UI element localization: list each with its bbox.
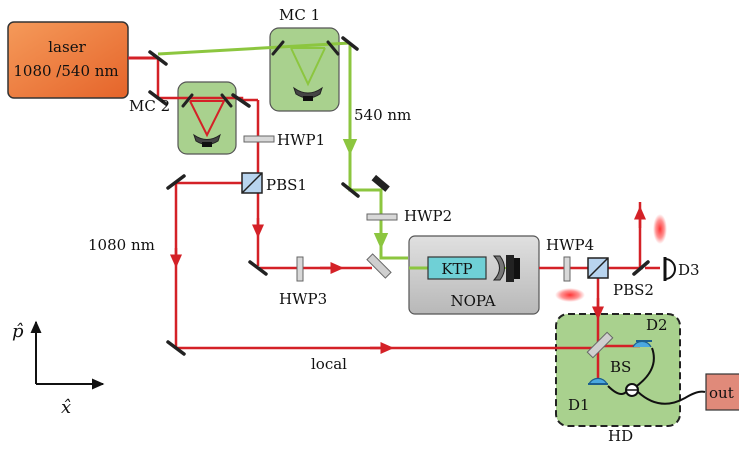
detector-d3 bbox=[663, 257, 676, 281]
laser-source: laser 1080 /540 nm bbox=[7, 21, 129, 99]
nopa-label: NOPA bbox=[451, 292, 496, 310]
d3-label: D3 bbox=[678, 261, 700, 279]
mc1-mirror-left bbox=[271, 40, 285, 56]
pbs1-cube bbox=[241, 172, 263, 194]
laser-label: laser bbox=[48, 38, 86, 56]
wavelength-1080-label: 1080 nm bbox=[88, 236, 155, 254]
ktp-crystal: KTP bbox=[427, 256, 487, 280]
d2-label: D2 bbox=[646, 316, 668, 334]
mirrors bbox=[148, 36, 650, 356]
out-label: out bbox=[709, 384, 734, 402]
mc1-mirror-right bbox=[326, 40, 340, 56]
hwp2-plate bbox=[366, 213, 398, 221]
pbs2-cube bbox=[587, 257, 609, 279]
local-oscillator-label: local bbox=[311, 355, 347, 373]
mirror-3 bbox=[341, 36, 359, 51]
mc2-label: MC 2 bbox=[129, 97, 170, 115]
mirror-9 bbox=[632, 260, 650, 276]
mirror-8 bbox=[231, 93, 251, 108]
squeezed-state-ellipse-vertical bbox=[653, 214, 667, 244]
p-axis-label: p̂ bbox=[12, 321, 24, 342]
red-beam-path bbox=[156, 58, 660, 383]
hwp3-label: HWP3 bbox=[279, 290, 327, 308]
mirror-4 bbox=[341, 182, 360, 198]
mc2-mirror-right bbox=[220, 93, 233, 108]
subtractor-wiring bbox=[607, 347, 706, 405]
pbs2-label: PBS2 bbox=[613, 281, 654, 299]
piezo-mirror bbox=[371, 174, 390, 192]
detector-d1 bbox=[588, 377, 608, 385]
hwp4-plate bbox=[563, 256, 571, 282]
hd-label: HD bbox=[608, 427, 633, 445]
hwp1-label: HWP1 bbox=[277, 131, 325, 149]
x-axis-label: x̂ bbox=[61, 397, 71, 418]
wavelength-540-label: 540 nm bbox=[354, 106, 411, 124]
quadrature-axes: p̂ x̂ bbox=[12, 320, 105, 418]
hwp1-plate bbox=[243, 135, 275, 143]
laser-wavelength-label: 1080 /540 nm bbox=[13, 62, 118, 80]
nopa-output-coupler bbox=[492, 255, 520, 282]
hwp3-plate bbox=[296, 256, 304, 282]
d1-label: D1 bbox=[568, 396, 590, 414]
ktp-label: KTP bbox=[441, 260, 472, 278]
mirror-2 bbox=[148, 90, 168, 106]
mirror-7 bbox=[166, 340, 186, 356]
squeezed-state-ellipse-horizontal bbox=[555, 288, 585, 302]
mirror-6 bbox=[248, 260, 268, 276]
hwp2-label: HWP2 bbox=[404, 207, 452, 225]
output-box: out bbox=[705, 373, 739, 411]
hwp4-label: HWP4 bbox=[546, 236, 594, 254]
detector-d2 bbox=[632, 340, 652, 348]
half-wave-plates bbox=[243, 135, 571, 282]
mc2-curved-mirror bbox=[193, 133, 221, 147]
beam-splitter bbox=[586, 331, 614, 359]
mirror-5 bbox=[166, 174, 186, 190]
mc1-curved-mirror bbox=[293, 86, 323, 101]
mc2-mirror-left bbox=[181, 93, 194, 108]
pbs1-label: PBS1 bbox=[266, 176, 307, 194]
mc1-label: MC 1 bbox=[279, 6, 320, 24]
bs-label: BS bbox=[610, 358, 631, 376]
dichroic-mirror bbox=[366, 253, 392, 279]
mirror-1 bbox=[148, 50, 168, 66]
